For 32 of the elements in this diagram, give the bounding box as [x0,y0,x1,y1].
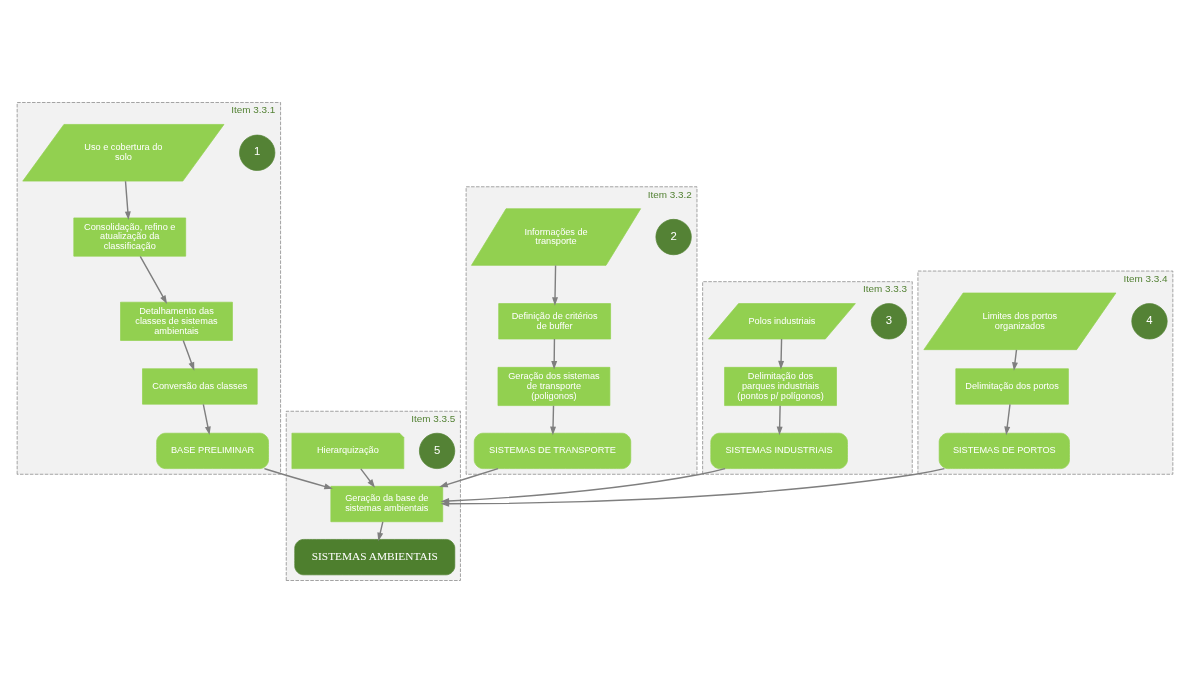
arrow [552,264,559,306]
arrow [1012,349,1018,371]
node-circle: 1 [239,134,276,171]
node-box: SISTEMAS DE PORTOS [938,432,1070,469]
node-circle: 5 [419,432,456,469]
node-box: Delimitação dos portos [955,368,1069,405]
node-box: Geração da base de sistemas ambientais [330,485,444,523]
arrow [360,468,376,488]
node-box: BASE PRELIMINAR [156,432,269,469]
arrow [550,405,556,436]
arrow [182,339,195,371]
node-box: SISTEMAS DE TRANSPORTE [473,432,632,469]
arrow [778,338,785,370]
node-circle: 4 [1131,303,1168,340]
arrow [551,338,558,370]
arrow [439,467,499,488]
node-box: SISTEMAS AMBIENTAIS [294,539,456,576]
node-box: Delimitação dos parques industriais (pontos p/ polígonos) [724,367,837,406]
node-circle: 2 [655,219,692,256]
arrow [776,405,783,436]
node-box: Geração dos sistemas de transporte (poligonos) [497,367,611,406]
arrow [202,403,211,436]
node-circle: 3 [870,303,907,340]
arrow [139,255,168,304]
arrow [1004,403,1011,436]
arrow [124,180,131,220]
arrow [263,467,333,490]
node-box: Detalhamento das classes de sistemas ambientais [120,301,233,341]
node-box: SISTEMAS INDUSTRIAIS [710,432,848,469]
node-box: Conversão das classes [142,368,258,405]
node-box: Consolidação, refino e atualização da classificação [73,217,187,257]
node-box: Definição de critérios de buffer [498,303,611,340]
